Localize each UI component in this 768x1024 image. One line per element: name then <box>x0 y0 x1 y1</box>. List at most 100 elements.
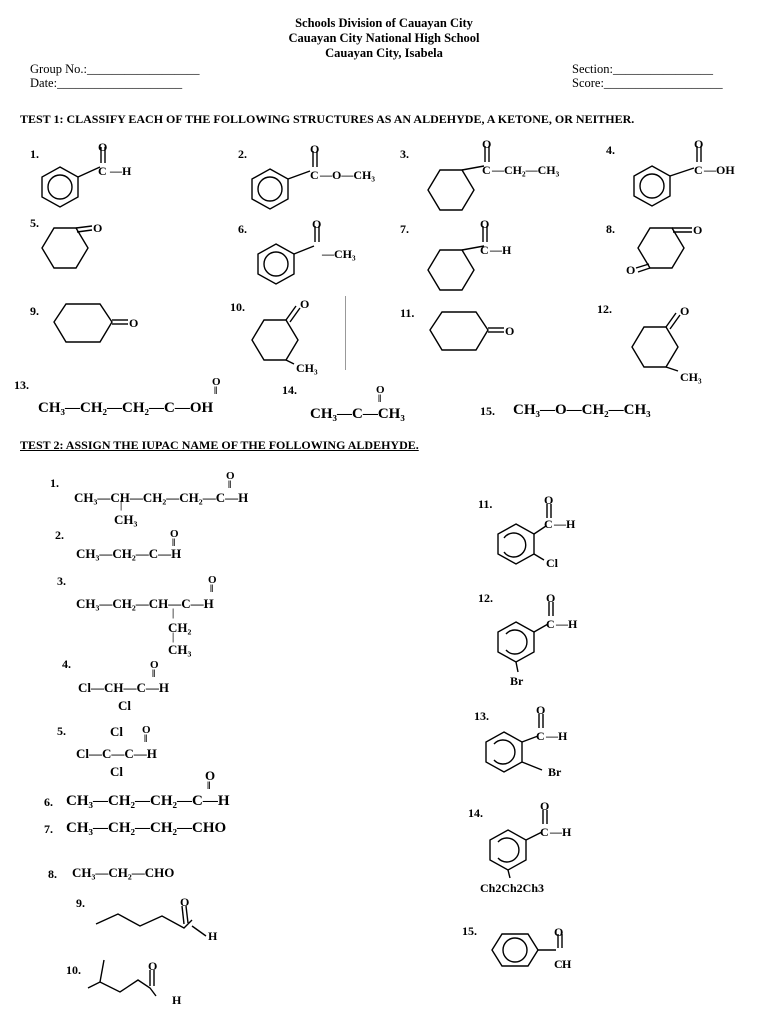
svg-text:C: C <box>546 617 555 631</box>
svg-text:O: O <box>694 137 703 151</box>
t2-num-8: 8. <box>48 867 57 881</box>
t1-structure-1: OC—H <box>41 140 132 208</box>
svg-text:C: C <box>536 729 545 743</box>
svg-text:C: C <box>98 164 107 178</box>
svg-text:O: O <box>540 799 549 813</box>
t2-num-13: 13. <box>474 709 489 723</box>
t2-formula-5-sub: Cl <box>110 764 123 779</box>
svg-text:H: H <box>172 993 182 1007</box>
svg-text:O: O <box>482 137 491 151</box>
t1-structure-5: O <box>41 221 102 269</box>
t2-formula-2: CH₃—CH₂—C—H <box>76 546 182 561</box>
svg-text:C: C <box>480 243 489 257</box>
svg-text:C: C <box>544 517 553 531</box>
svg-text:—H: —H <box>489 243 512 257</box>
t2-num-1: 1. <box>50 476 59 490</box>
t1-formula-14: CH₃—C—CH₃ <box>310 406 405 422</box>
t1-num-11: 11. <box>400 306 415 320</box>
t1-structure-7: OC—H <box>427 217 512 291</box>
t1-structure-9: O <box>53 303 138 343</box>
t1-structure-8: O O <box>626 223 702 277</box>
t2-num-11: 11. <box>478 497 493 511</box>
t2-num-9: 9. <box>76 896 85 910</box>
t1-num-4: 4. <box>606 143 615 157</box>
t2-formula-3: CH₃—CH₂—CH—C—H <box>76 596 214 611</box>
t2-num-3: 3. <box>57 574 66 588</box>
svg-text:CH₃: CH₃ <box>680 370 702 384</box>
t1-num-9: 9. <box>30 304 39 318</box>
t1-num-3: 3. <box>400 147 409 161</box>
group-field[interactable]: Group No.:__________________ <box>30 62 200 76</box>
t2-formula-3-sub2: CH₃ <box>168 642 192 657</box>
svg-text:—H: —H <box>553 517 576 531</box>
t2-formula-7: CH₃—CH₂—CH₂—CHO <box>66 820 227 836</box>
t2-formula-6: CH₃—CH₂—CH₂—C—H <box>66 793 230 809</box>
t2-formula-4-sub: Cl <box>118 698 131 713</box>
svg-text:O: O <box>554 925 563 939</box>
svg-text:O: O <box>536 703 545 717</box>
svg-text:—H: —H <box>549 825 572 839</box>
svg-text:O: O <box>312 217 321 231</box>
svg-text:—CH₃: —CH₃ <box>321 247 356 261</box>
svg-text:H: H <box>208 929 218 943</box>
section-field[interactable]: Section:________________ <box>572 62 713 76</box>
t2-num-14: 14. <box>468 806 483 820</box>
t2-formula-1: CH₃—CH—CH₂—CH₂—C—H <box>74 490 249 505</box>
divider-line <box>345 296 346 370</box>
t1-num-5: 5. <box>30 216 39 230</box>
svg-text:—O—CH₃: —O—CH₃ <box>319 168 375 182</box>
svg-text:O: O <box>544 493 553 507</box>
t1-num-1: 1. <box>30 147 39 161</box>
svg-text:C: C <box>540 825 549 839</box>
svg-text:C: C <box>554 957 563 971</box>
t1-num-10: 10. <box>230 300 245 314</box>
score-field[interactable]: Score:___________________ <box>572 76 723 90</box>
school-division: Schools Division of Cauayan City <box>295 16 473 30</box>
svg-text:O: O <box>546 591 555 605</box>
t2-formula-5: Cl—C—C—H <box>76 746 157 761</box>
t1-formula-15: CH₃—O—CH₂—CH₃ <box>513 402 651 418</box>
t1-num-15: 15. <box>480 404 495 418</box>
t2-structure-12: OC—H <box>497 591 578 673</box>
svg-text:O: O <box>98 140 107 154</box>
test1-title: TEST 1: CLASSIFY EACH OF THE FOLLOWING S… <box>20 112 635 126</box>
t2-formula-3-sub1: CH₂ <box>168 620 192 635</box>
date-field[interactable]: Date:____________________ <box>30 76 183 90</box>
t2-sub-11: Cl <box>546 556 558 570</box>
t2-formula-1-sub: CH₃ <box>114 512 138 527</box>
t1-num-7: 7. <box>400 222 409 236</box>
t2-formula-8: CH₃—CH₂—CHO <box>72 865 175 880</box>
t1-structure-3: OC—CH₂—CH₃ <box>427 137 560 211</box>
t2-sub-14: Ch2Ch2Ch3 <box>480 881 545 895</box>
t2-sub-13: Br <box>548 765 562 779</box>
svg-text:O: O <box>300 297 309 311</box>
svg-text:O: O <box>93 221 102 235</box>
t1-structure-12: O CH₃ <box>631 304 702 384</box>
svg-text:O: O <box>680 304 689 318</box>
t1-structure-6: O —CH₃ <box>257 217 356 285</box>
t1-num-8: 8. <box>606 222 615 236</box>
t1-structure-2: OC—O—CH₃ <box>251 142 375 210</box>
t2-structure-11: OC—H <box>497 493 576 565</box>
t2-num-2: 2. <box>55 528 64 542</box>
t1-num-2: 2. <box>238 147 247 161</box>
svg-text:O: O <box>180 895 189 909</box>
t2-formula-5-top: Cl <box>110 724 123 739</box>
t1-num-14: 14. <box>282 383 297 397</box>
t2-structure-10: OH <box>87 959 182 1007</box>
t1-structure-11: O <box>429 311 514 351</box>
svg-text:—OH: —OH <box>703 163 735 177</box>
t2-formula-4: Cl—CH—C—H <box>78 680 169 695</box>
svg-text:—H: —H <box>109 164 132 178</box>
svg-text:—CH₂—CH₃: —CH₂—CH₃ <box>491 163 560 177</box>
t1-num-12: 12. <box>597 302 612 316</box>
school-name: Cauayan City National High School <box>288 31 480 45</box>
t2-num-15: 15. <box>462 924 477 938</box>
t2-structure-13: OC—H <box>485 703 568 773</box>
t2-structure-14: OC—H <box>489 799 572 879</box>
svg-text:—H: —H <box>545 729 568 743</box>
t2-num-5: 5. <box>57 724 66 738</box>
t2-structure-9: OH <box>95 895 218 943</box>
t1-num-6: 6. <box>238 222 247 236</box>
